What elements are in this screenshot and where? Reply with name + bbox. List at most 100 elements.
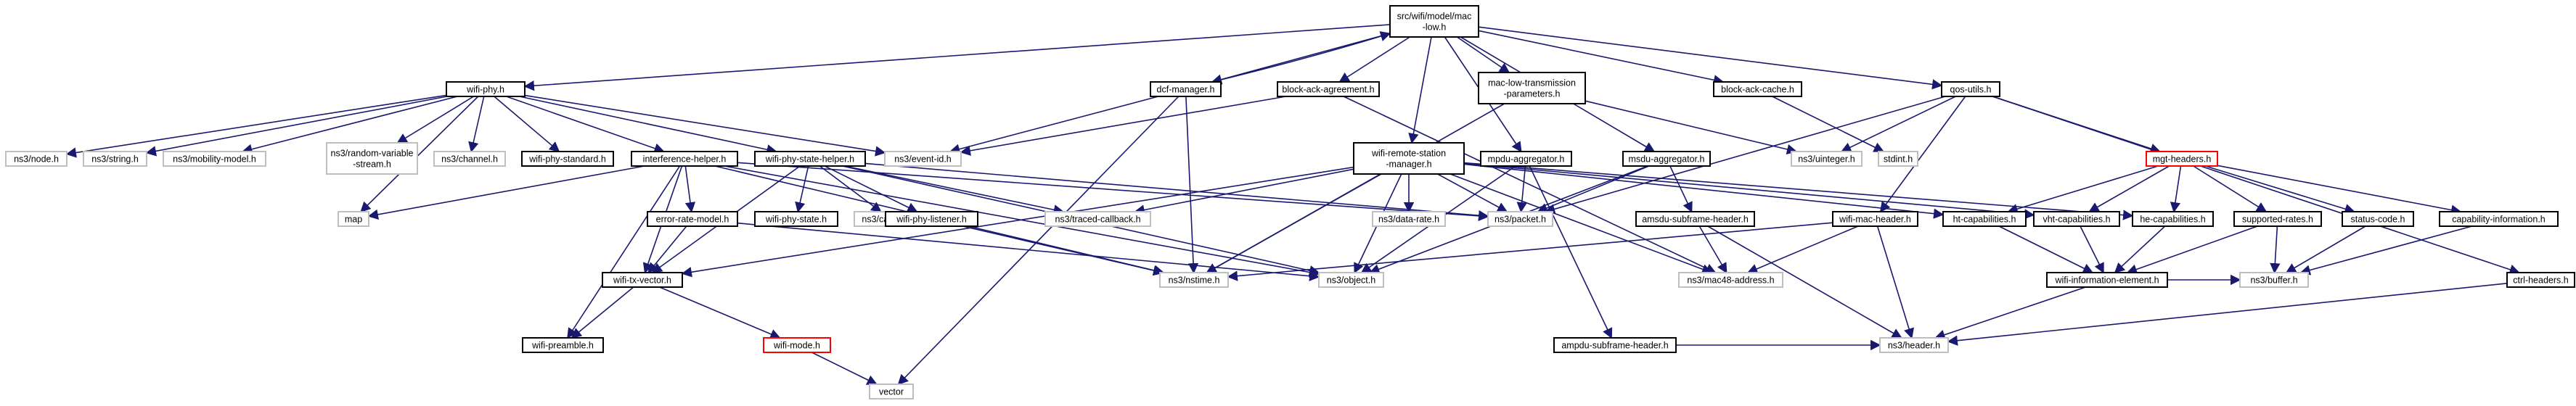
node-ampdu[interactable]: ampdu-subframe-header.h — [1553, 337, 1677, 353]
node-wps[interactable]: wifi-phy-standard.h — [521, 151, 614, 167]
node-box-wmode — [763, 337, 831, 353]
node-label-hecap-0: he-capabilities.h — [2140, 215, 2205, 225]
node-wmode[interactable]: wifi-mode.h — [763, 337, 831, 353]
node-mgt[interactable]: mgt-headers.h — [2146, 151, 2218, 167]
edge-ih-to-erm — [684, 165, 696, 213]
node-amsdu[interactable]: amsdu-subframe-header.h — [1635, 211, 1755, 227]
node-root[interactable]: src/wifi/model/mac-low.h — [1389, 5, 1479, 38]
edge-root-to-wifi_phy — [523, 24, 1391, 91]
node-box-buffer — [2239, 272, 2309, 288]
edge-dcf-to-nstime — [1185, 96, 1199, 274]
node-box-mltp — [1478, 72, 1586, 104]
edge-qos-to-uinteger — [1840, 96, 1956, 152]
edge-mpdu-to-ampdu — [1529, 165, 1613, 339]
node-datarate: ns3/data-rate.h — [1372, 211, 1446, 227]
edge-wifi_phy-to-wps — [494, 96, 560, 152]
node-wpl[interactable]: wifi-phy-listener.h — [885, 211, 978, 227]
node-dcf[interactable]: dcf-manager.h — [1150, 81, 1222, 97]
node-label-htcap-0: ht-capabilities.h — [1953, 215, 2016, 225]
edge-bar-to-eventid — [960, 96, 1286, 156]
node-box-suprates — [2233, 211, 2322, 227]
node-label-wtv-0: wifi-tx-vector.h — [613, 276, 671, 286]
node-wpre[interactable]: wifi-preamble.h — [522, 337, 604, 353]
node-capinfo[interactable]: capability-information.h — [2439, 211, 2559, 227]
node-mac48: ns3/mac48-address.h — [1678, 272, 1783, 288]
node-wpstate[interactable]: wifi-phy-state.h — [754, 211, 838, 227]
node-suprates[interactable]: supported-rates.h — [2233, 211, 2322, 227]
node-wie[interactable]: wifi-information-element.h — [2046, 272, 2168, 288]
node-box-wrsm — [1353, 142, 1465, 175]
node-box-wifi_phy — [446, 81, 526, 97]
node-bac[interactable]: block-ack-cache.h — [1713, 81, 1802, 97]
edge-wpl-to-nstime — [962, 225, 1164, 276]
edge-mgt-to-vhtcap — [2088, 165, 2170, 212]
edge-htcap-to-wie — [1998, 225, 2094, 273]
edge-hecap-to-wie — [2114, 225, 2166, 273]
node-wifi_phy[interactable]: wifi-phy.h — [446, 81, 526, 97]
node-ih[interactable]: interference-helper.h — [631, 151, 738, 167]
node-htcap[interactable]: ht-capabilities.h — [1942, 211, 2027, 227]
node-map: map — [338, 211, 369, 227]
node-label-bar-0: block-ack-agreement.h — [1282, 85, 1374, 95]
node-box-wps — [521, 151, 614, 167]
edge-capinfo-to-buffer — [2299, 225, 2472, 276]
edge-ih-to-packet — [737, 162, 1489, 222]
edge-wrsm-to-htcap — [1463, 163, 1945, 219]
node-msdu[interactable]: msdu-aggregator.h — [1622, 151, 1711, 167]
node-label-object-0: ns3/object.h — [1327, 276, 1375, 286]
edge-dcf-to-vector — [897, 96, 1179, 386]
node-header: ns3/header.h — [1879, 337, 1949, 353]
node-packet: ns3/packet.h — [1487, 211, 1553, 227]
node-ctrl[interactable]: ctrl-headers.h — [2506, 272, 2575, 288]
node-label-amsdu-0: amsdu-subframe-header.h — [1642, 215, 1749, 225]
node-box-datarate — [1372, 211, 1446, 227]
node-status[interactable]: status-code.h — [2342, 211, 2414, 227]
node-hecap[interactable]: he-capabilities.h — [2132, 211, 2214, 227]
edge-qos-to-wmh — [1879, 96, 1966, 213]
node-label-wpstate-0: wifi-phy-state.h — [765, 215, 827, 225]
edge-root-to-mltp — [1456, 36, 1510, 73]
edge-mltp-to-uinteger — [1585, 100, 1798, 154]
node-box-wtv — [602, 272, 683, 288]
node-label-suprates-0: supported-rates.h — [2242, 215, 2313, 225]
edge-wifi_phy-to-ih — [506, 96, 665, 154]
node-box-erm — [647, 211, 738, 227]
node-label-wpsh-0: wifi-phy-state-helper.h — [765, 154, 854, 165]
node-box-capinfo — [2439, 211, 2559, 227]
node-label-erm-0: error-rate-model.h — [656, 215, 729, 225]
node-box-stdint — [1878, 151, 1918, 167]
node-wmh[interactable]: wifi-mac-header.h — [1832, 211, 1918, 227]
node-label-wpl-0: wifi-phy-listener.h — [896, 215, 967, 225]
node-label-wmode-0: wifi-mode.h — [773, 341, 820, 351]
node-label-map-0: map — [345, 215, 362, 225]
node-label-ih-0: interference-helper.h — [643, 154, 727, 165]
node-wtv[interactable]: wifi-tx-vector.h — [602, 272, 683, 288]
edge-bac-to-stdint — [1772, 96, 1885, 152]
node-box-uinteger — [1791, 151, 1863, 167]
node-wrsm[interactable]: wifi-remote-station-manager.h — [1353, 142, 1465, 175]
edge-root-to-qos — [1478, 26, 1943, 90]
node-label-nstime-0: ns3/nstime.h — [1169, 276, 1220, 286]
node-label-wps-0: wifi-phy-standard.h — [528, 154, 606, 165]
edge-qos-to-ctrl — [1992, 96, 2520, 275]
node-box-vector — [869, 384, 914, 399]
node-node: ns3/node.h — [5, 151, 68, 167]
edge-wifi_phy-to-random — [396, 96, 475, 144]
node-mpdu[interactable]: mpdu-aggregator.h — [1480, 151, 1572, 167]
node-bar[interactable]: block-ack-agreement.h — [1277, 81, 1380, 97]
node-box-bar — [1277, 81, 1380, 97]
node-label-ampdu-0: ampdu-subframe-header.h — [1561, 341, 1668, 351]
edge-wrsm-to-packet — [1437, 173, 1508, 212]
node-box-wmh — [1832, 211, 1918, 227]
node-erm[interactable]: error-rate-model.h — [647, 211, 738, 227]
node-random: ns3/random-variable-stream.h — [326, 142, 418, 175]
node-qos[interactable]: qos-utils.h — [1941, 81, 2000, 97]
edge-wifi_phy-to-mobility — [242, 96, 458, 154]
edge-amsdu-to-header — [1707, 225, 1902, 339]
node-box-wpre — [522, 337, 604, 353]
node-box-object — [1318, 272, 1384, 288]
node-wpsh[interactable]: wifi-phy-state-helper.h — [754, 151, 866, 167]
node-mltp[interactable]: mac-low-transmission-parameters.h — [1478, 72, 1586, 104]
node-box-msdu — [1622, 151, 1711, 167]
node-vhtcap[interactable]: vht-capabilities.h — [2033, 211, 2120, 227]
